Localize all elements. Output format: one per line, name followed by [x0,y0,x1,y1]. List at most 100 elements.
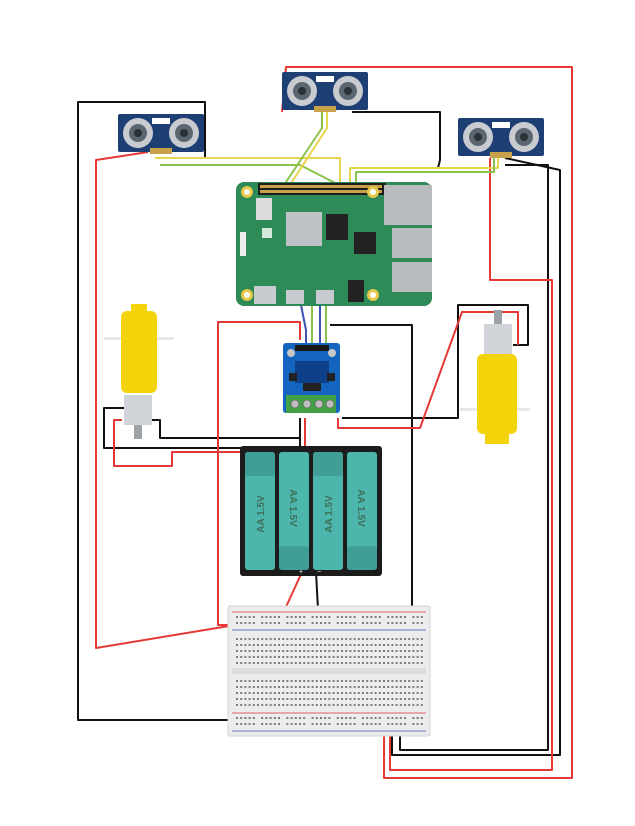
breadboard-hole [278,680,280,682]
breadboard-hole [374,686,377,688]
breadboard-hole [236,680,238,682]
breadboard-hole [324,698,327,700]
breadboard-hole [236,662,238,664]
breadboard-hole [311,622,314,624]
breadboard-hole [349,692,352,694]
breadboard-hole [366,616,369,618]
breadboard-hole [294,644,297,646]
breadboard-hole [357,662,360,664]
breadboard-hole [362,704,364,706]
breadboard-hole [341,644,343,646]
breadboard-hole [353,717,356,719]
audio-jack [348,280,364,302]
breadboard-hole [273,692,276,694]
breadboard-hole [307,704,310,706]
breadboard-hole [370,686,373,688]
breadboard-hole [311,704,314,706]
breadboard-hole [252,723,255,725]
breadboard-hole [252,616,255,618]
breadboard-hole [299,644,301,646]
breadboard-hole [236,723,238,725]
breadboard-hole [416,698,419,700]
breadboard-hole [320,686,322,688]
breadboard-hole [290,638,293,640]
wire-red-right-motor [337,311,519,429]
breadboard-hole [278,717,280,719]
breadboard-hole [383,650,385,652]
breadboard-hole [307,650,310,652]
breadboard-hole [315,698,318,700]
breadboard-hole [370,650,373,652]
breadboard-hole [311,616,314,618]
breadboard-hole [412,622,415,624]
breadboard-hole [265,622,268,624]
breadboard-hole [265,662,268,664]
breadboard-hole [399,686,402,688]
breadboard-hole [391,686,394,688]
breadboard-hole [349,656,352,658]
breadboard-hole [378,662,381,664]
breadboard-hole [294,723,297,725]
breadboard-hole [324,662,327,664]
breadboard-hole [412,686,415,688]
breadboard-hole [378,616,381,618]
breadboard-hole [366,717,369,719]
breadboard-hole [324,638,327,640]
breadboard-hole [408,638,411,640]
dc-motor-right [460,310,530,444]
breadboard-hole [370,656,373,658]
breadboard-hole [391,698,394,700]
breadboard-hole [370,704,373,706]
breadboard-hole [416,644,419,646]
breadboard-hole [315,656,318,658]
breadboard-holes [236,616,423,725]
breadboard-hole [366,704,369,706]
breadboard-hole [345,656,348,658]
breadboard-hole [273,698,276,700]
wire-yellow-left-trig [155,157,341,188]
breadboard-hole [404,692,406,694]
ethernet-port [384,185,432,225]
breadboard-hole [374,644,377,646]
breadboard-hole [416,692,419,694]
breadboard-hole [252,680,255,682]
breadboard-hole [336,644,339,646]
breadboard-hole [248,680,251,682]
breadboard-hole [391,704,394,706]
breadboard-hole [311,638,314,640]
breadboard-hole [341,723,343,725]
breadboard-hole [290,616,293,618]
breadboard-hole [252,650,255,652]
breadboard-hole [252,698,255,700]
breadboard-hole [332,686,335,688]
ultrasonic-sensor-left [118,114,204,154]
breadboard-hole [278,723,280,725]
breadboard-hole [353,723,356,725]
breadboard-hole [328,622,331,624]
breadboard-hole [412,698,415,700]
breadboard-hole [315,638,318,640]
breadboard-hole [374,622,377,624]
breadboard-hole [408,704,411,706]
breadboard-hole [324,723,327,725]
breadboard-hole [303,662,306,664]
breadboard-hole [286,698,289,700]
breadboard-hole [261,644,264,646]
breadboard-hole [357,638,360,640]
breadboard-hole [286,686,289,688]
breadboard-hole [366,680,369,682]
breadboard-hole [273,662,276,664]
breadboard-hole [336,698,339,700]
breadboard-hole [282,650,285,652]
breadboard-hole [311,650,314,652]
breadboard-hole [408,644,411,646]
breadboard-hole [324,704,327,706]
breadboard-hole [399,638,402,640]
breadboard-hole [303,692,306,694]
breadboard-hole [248,717,251,719]
breadboard-hole [366,662,369,664]
breadboard-hole [315,644,318,646]
breadboard-hole [328,723,331,725]
breadboard-hole [353,698,356,700]
breadboard-hole [311,692,314,694]
